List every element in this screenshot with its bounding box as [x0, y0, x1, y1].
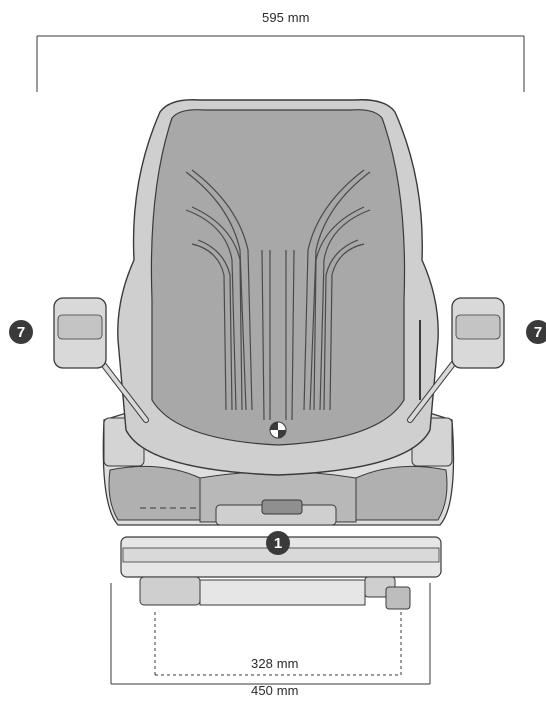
base-width-label: 450 mm: [251, 683, 299, 698]
base-width-dimension: [110, 583, 431, 685]
armrest-right: [407, 297, 505, 423]
rail-spacing-label: 328 mm: [251, 656, 299, 671]
callout-armrest-right: 7: [526, 320, 546, 344]
rail-spacing-dimension: [154, 612, 402, 676]
backrest-grooves: [185, 169, 371, 421]
backrest: [117, 99, 439, 476]
callout-adjuster: 1: [266, 531, 290, 555]
armrest-left: [53, 297, 149, 423]
overall-width-label: 595 mm: [262, 10, 310, 25]
center-marker: [269, 421, 287, 439]
overall-width-dimension: [36, 35, 525, 92]
callout-armrest-left: 7: [9, 320, 33, 344]
seat-base: [120, 536, 442, 610]
